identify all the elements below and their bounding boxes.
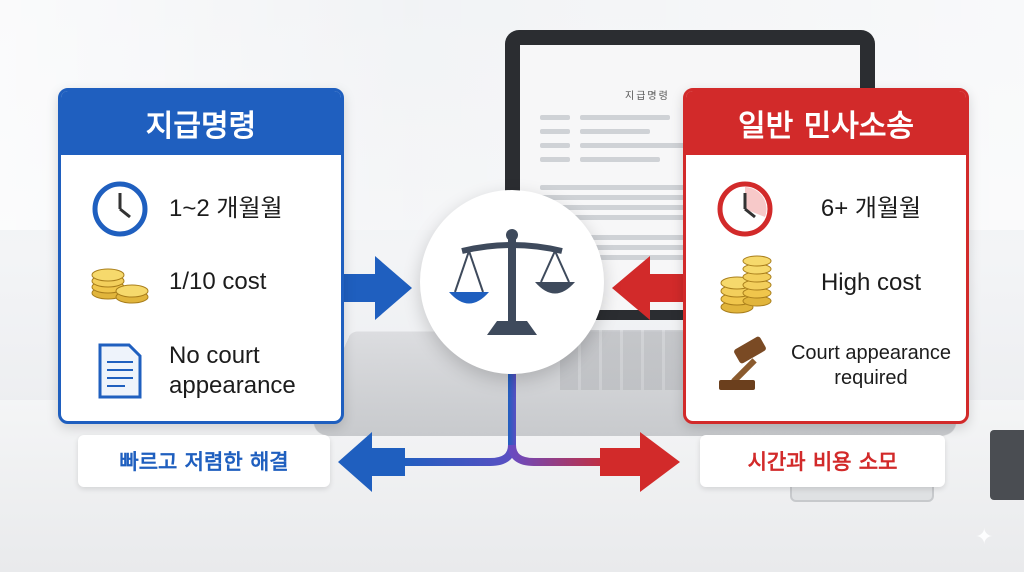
cost-text: High cost <box>820 269 922 296</box>
arrow-left-conclusion <box>338 432 405 492</box>
time-cost-consumption-label: 시간과 비용 소모 <box>700 435 945 487</box>
duration-row: 1~2 개월월 <box>61 181 341 237</box>
cost-text: 1/10 cost <box>169 268 267 295</box>
coins-stack-icon <box>720 255 772 314</box>
arrow-right-conclusion <box>600 432 680 492</box>
stem-line <box>508 374 516 454</box>
document-title: 지급명령 <box>625 91 670 102</box>
fast-cheap-resolution-label: 빠르고 저렴한 해결 <box>78 435 330 487</box>
sparkle-icon: ✦ <box>975 525 994 550</box>
panel-title: 일반 민사소송 <box>686 91 966 155</box>
cost-row: High cost <box>686 251 966 315</box>
appearance-row: No court appearance <box>61 341 341 401</box>
appearance-text-line1: No court <box>169 342 260 369</box>
document-icon <box>98 343 142 399</box>
appearance-text-line2: required <box>834 367 908 389</box>
scales-of-justice-icon <box>449 229 575 335</box>
appearance-text: No court appearance <box>169 341 296 401</box>
clock-icon <box>717 181 773 237</box>
coins-icon <box>91 268 149 304</box>
right-branch <box>508 444 620 466</box>
appearance-text-line2: appearance <box>169 372 296 399</box>
clock-icon <box>92 181 148 237</box>
appearance-text: Court appearance required <box>786 341 956 391</box>
arrow-left-to-scale <box>338 256 412 320</box>
appearance-row: Court appearance required <box>686 336 966 396</box>
duration-text: 6+ 개월월 <box>820 195 922 222</box>
payment-order-panel: 지급명령 1~2 개월월 1/10 cost <box>58 88 344 424</box>
book <box>990 430 1024 500</box>
arrow-right-to-scale <box>612 256 686 320</box>
civil-lawsuit-panel: 일반 민사소송 6+ 개월월 <box>683 88 969 424</box>
left-branch <box>400 444 516 466</box>
panel-title: 지급명령 <box>61 91 341 155</box>
scale-circle <box>420 190 604 374</box>
duration-text: 1~2 개월월 <box>169 195 283 222</box>
gavel-icon <box>719 336 766 390</box>
appearance-text-line1: Court appearance <box>790 342 952 364</box>
cost-row: 1/10 cost <box>61 259 341 305</box>
duration-row: 6+ 개월월 <box>686 181 966 237</box>
